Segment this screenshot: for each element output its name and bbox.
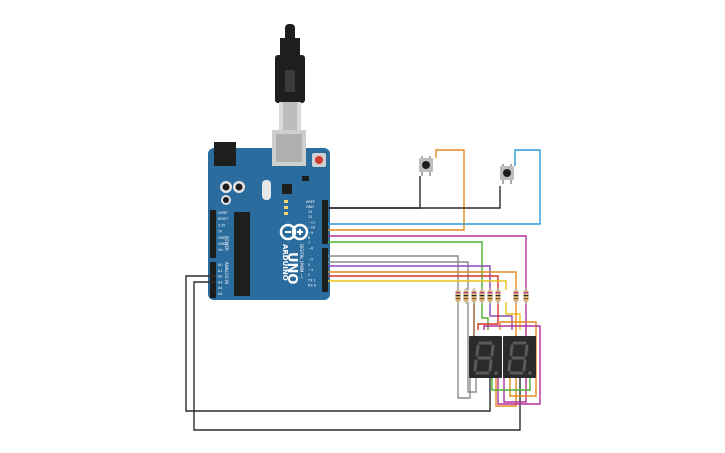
digital-pin-label: 8	[308, 236, 310, 240]
analog-pin-label: A2	[218, 275, 222, 279]
power-pin-label: 3.3V	[218, 223, 226, 227]
resistor[interactable]	[463, 288, 469, 304]
digital-section-label: DIGITAL (PWM ~)	[299, 244, 304, 279]
resistor[interactable]	[455, 288, 461, 304]
wire-black-button2[interactable]	[328, 186, 501, 209]
pushbutton-2-cap[interactable]	[503, 169, 511, 177]
reset-button[interactable]	[315, 156, 323, 164]
wire-gray-1[interactable]	[328, 255, 459, 290]
pushbutton-1[interactable]	[419, 156, 433, 176]
wire-green[interactable]	[328, 241, 483, 290]
board-model-label: UNO	[284, 252, 299, 285]
arduino-uno-board[interactable]: ARDUINO UNO AREF GND POWER ANALOG IN DIG…	[208, 130, 330, 300]
power-pin-label: GND	[218, 242, 226, 246]
digital-pin-label: ~11	[308, 220, 315, 224]
wire-orange-2[interactable]	[328, 271, 517, 290]
digital-pin-label: TX 1	[307, 278, 316, 282]
wire-magenta[interactable]	[328, 235, 527, 290]
wire-black-button1[interactable]	[328, 176, 421, 209]
resistor[interactable]	[487, 288, 493, 304]
power-section-label: POWER	[224, 236, 229, 251]
digital-pin-label: ~9	[308, 231, 313, 235]
digital-header-bottom	[322, 248, 328, 292]
power-pin-label: RESET	[218, 217, 228, 221]
analog-header	[210, 262, 216, 298]
analog-pin-label: A0	[218, 263, 222, 267]
resistor[interactable]	[479, 288, 485, 304]
seven-segment-display-2[interactable]: 8.	[503, 336, 536, 453]
gnd-label: GND	[306, 205, 314, 209]
digital-pin-label: RX 0	[308, 284, 316, 288]
arduino-logo	[279, 223, 309, 241]
wire-disp-magenta[interactable]	[483, 325, 541, 405]
wire-purple[interactable]	[328, 265, 491, 290]
resistor[interactable]	[523, 288, 529, 304]
analog-pin-label: A1	[218, 269, 222, 273]
usb-cable[interactable]	[275, 24, 305, 132]
analog-pin-label: A5	[218, 292, 222, 296]
digital-pin-label: 13	[308, 210, 312, 214]
wire-res-gray-b[interactable]	[467, 302, 477, 393]
wire-res-gray-a[interactable]	[457, 302, 471, 399]
digital-pin-label: 4	[308, 263, 310, 267]
wire-orange-button1[interactable]	[328, 149, 465, 231]
digital-pin-label: ~5	[308, 258, 313, 262]
wire-res-red[interactable]	[477, 302, 499, 330]
pushbutton-2[interactable]	[500, 164, 514, 184]
resistor-array	[455, 288, 529, 304]
aref-label: AREF	[306, 200, 315, 204]
resistor[interactable]	[471, 288, 477, 304]
analog-pin-label: A4	[218, 286, 222, 290]
digital-pin-label: 2	[308, 273, 310, 277]
seven-segment-display-1[interactable]: 8.	[469, 336, 522, 453]
power-jack	[214, 142, 236, 166]
board-brand-label: ARDUINO	[281, 244, 289, 281]
digital-pin-label: 12	[308, 215, 312, 219]
wire-black-ground-1[interactable]	[185, 275, 491, 412]
analog-pin-label: A3	[218, 280, 222, 284]
digital-header-top	[322, 200, 328, 244]
digital-pin-label: ~3	[308, 268, 313, 272]
wire-blue-button2[interactable]	[328, 149, 541, 225]
power-pin-label: Vin	[218, 248, 223, 252]
power-pin-label: GND	[218, 236, 226, 240]
atmega-chip	[234, 212, 250, 296]
wire-disp-green[interactable]	[491, 376, 531, 391]
digital-pin-label: ~10	[308, 226, 315, 230]
resistor[interactable]	[513, 288, 519, 304]
power-pin-label: IOREF	[218, 211, 228, 215]
wire-red[interactable]	[328, 275, 499, 290]
power-pin-label: 5V	[218, 230, 223, 234]
pushbutton-1-cap[interactable]	[422, 161, 430, 169]
wire-black-ground-2[interactable]	[193, 281, 521, 431]
wire-yellow[interactable]	[328, 280, 507, 290]
analog-section-label: ANALOG IN	[224, 262, 229, 284]
digital-pin-label: ~6	[308, 246, 313, 250]
resistor[interactable]	[495, 288, 501, 304]
power-header	[210, 210, 216, 258]
wire-res-purple[interactable]	[489, 302, 513, 330]
digital-pin-label: 7	[308, 241, 310, 245]
